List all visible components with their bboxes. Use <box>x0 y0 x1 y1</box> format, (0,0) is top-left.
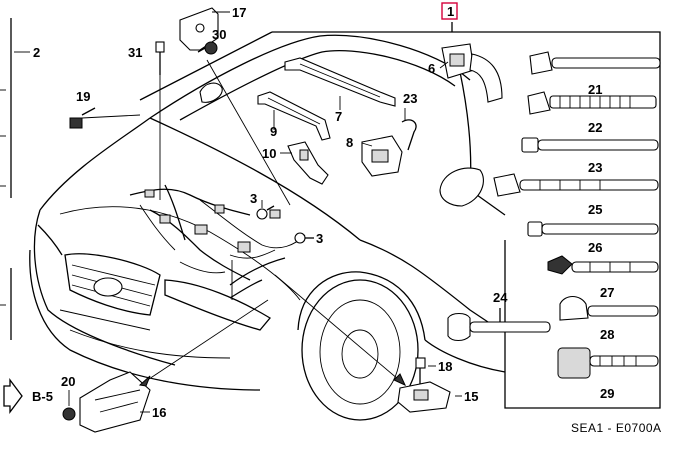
callout-30: 30 <box>212 27 226 42</box>
callout-21: 21 <box>588 82 602 97</box>
part-23-tie <box>521 137 659 153</box>
callout-31: 31 <box>128 45 142 60</box>
callout-10: 10 <box>262 146 276 161</box>
callout-29: 29 <box>600 386 614 401</box>
part-8-unit <box>361 135 403 177</box>
part-31-bolt <box>155 41 165 200</box>
part-24-clip <box>447 308 551 342</box>
callout-25: 25 <box>588 202 602 217</box>
part-6-connector <box>441 43 503 103</box>
callout-20: 20 <box>61 374 75 389</box>
part-25-tie <box>493 173 659 197</box>
callout-22: 22 <box>588 120 602 135</box>
part-9-harness <box>257 91 331 141</box>
part-27-tie <box>547 255 659 275</box>
part-26-tie <box>527 221 659 237</box>
part-23-clip-cabin <box>401 119 417 151</box>
left-edge-frame <box>0 18 12 340</box>
part-10-connector <box>287 141 329 185</box>
part-7-harness <box>284 57 396 107</box>
callout-28: 28 <box>600 327 614 342</box>
reference-b5: B-5 <box>32 389 53 404</box>
part-16-bracket <box>79 371 151 433</box>
front-fascia <box>37 224 271 331</box>
left-mirror <box>199 82 223 103</box>
callout-9: 9 <box>270 124 277 139</box>
group-frame <box>139 22 661 409</box>
callout-19: 19 <box>76 89 90 104</box>
callout-2: 2 <box>33 45 40 60</box>
callout-17: 17 <box>232 5 246 20</box>
part-19-bolt <box>69 107 141 129</box>
part-28-clip <box>559 295 659 321</box>
callout-3-upper: 3 <box>250 191 257 206</box>
reference-arrow <box>3 378 23 414</box>
part-22-tie <box>527 91 657 115</box>
callout-27: 27 <box>600 285 614 300</box>
callout-23: 23 <box>588 160 602 175</box>
callout-23-cabin: 23 <box>403 91 417 106</box>
callout-1: 1 <box>447 4 454 19</box>
callout-7: 7 <box>335 109 342 124</box>
callout-8: 8 <box>346 135 353 150</box>
callouts: 1 2 17 30 31 19 6 7 9 10 8 23 3 3 21 22 … <box>32 2 614 420</box>
part-21-tie <box>529 51 661 75</box>
callout-3-lower: 3 <box>316 231 323 246</box>
part-15-bracket <box>397 381 451 413</box>
callout-24: 24 <box>493 290 508 305</box>
leader-lines <box>138 59 407 387</box>
callout-1-highlight <box>441 2 458 20</box>
part-30-bolt <box>197 41 218 55</box>
engine-harness <box>129 184 306 299</box>
part-29-clip <box>557 347 659 379</box>
callout-16: 16 <box>152 405 166 420</box>
part-3-clip-upper <box>256 205 275 220</box>
diagram-code: SEA1 - E0700A <box>571 421 662 435</box>
callout-6: 6 <box>428 61 435 76</box>
part-18-bolt <box>415 357 426 384</box>
callout-15: 15 <box>464 389 478 404</box>
car-body <box>29 34 506 421</box>
callout-18: 18 <box>438 359 452 374</box>
part-3-clip-lower <box>294 232 314 244</box>
right-mirror <box>439 167 484 207</box>
part-20-nut <box>62 407 76 421</box>
callout-26: 26 <box>588 240 602 255</box>
callout-leaders <box>14 11 462 413</box>
